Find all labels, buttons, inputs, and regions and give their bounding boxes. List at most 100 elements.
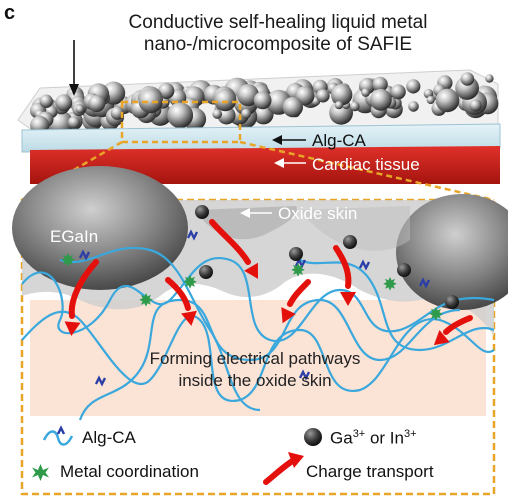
liquid-metal-droplet bbox=[138, 88, 164, 114]
liquid-metal-droplet bbox=[39, 94, 53, 108]
liquid-metal-droplet bbox=[435, 88, 460, 113]
liquid-metal-droplet bbox=[390, 84, 406, 100]
liquid-metal-droplet bbox=[110, 106, 125, 120]
catechol-group bbox=[78, 249, 91, 261]
charge-arrow-shaft bbox=[443, 315, 473, 335]
catechol-group bbox=[358, 259, 371, 271]
charge-arrow-head bbox=[340, 292, 356, 306]
legend-ion-icon bbox=[304, 428, 322, 446]
liquid-metal-droplet bbox=[167, 102, 194, 129]
composite-slab bbox=[17, 69, 499, 137]
liquid-metal-droplet bbox=[469, 99, 482, 112]
legend-charge-transport-label: Charge transport bbox=[306, 462, 434, 481]
charge-arrow-tip bbox=[64, 321, 81, 336]
liquid-metal-droplet bbox=[370, 88, 392, 111]
liquid-metal-droplet bbox=[241, 108, 252, 119]
liquid-metal-droplet bbox=[88, 95, 106, 112]
figure-title-line-1: Conductive self-healing liquid metal bbox=[128, 12, 428, 33]
charge-arrows bbox=[64, 219, 473, 346]
charge-arrow-head bbox=[181, 310, 197, 326]
charge-arrow-head bbox=[433, 330, 450, 346]
charge-arrow-shaft bbox=[209, 219, 251, 265]
charge-arrow-shaft bbox=[287, 279, 311, 307]
liquid-metal-droplet bbox=[214, 89, 237, 112]
liquid-metal-droplet bbox=[334, 101, 343, 110]
coordination-sites bbox=[61, 253, 443, 321]
liquid-metal-droplet bbox=[55, 94, 73, 112]
metal-ion bbox=[445, 295, 459, 309]
catechol-group bbox=[418, 277, 431, 289]
legend-catechol-icon bbox=[56, 425, 66, 435]
liquid-metal-droplet bbox=[212, 109, 222, 119]
zoom-source-box bbox=[120, 100, 242, 144]
legend-ion-label: Ga3+ or In3+ bbox=[330, 428, 417, 448]
oxide-skin-pointer bbox=[240, 208, 272, 218]
egain-label: EGaIn bbox=[50, 227, 99, 246]
legend bbox=[32, 425, 322, 485]
egain-droplet-left bbox=[12, 166, 188, 290]
liquid-metal-droplet bbox=[408, 101, 419, 112]
panel-letter: c bbox=[4, 2, 16, 24]
coordination-site bbox=[291, 263, 305, 277]
charge-arrow-tip bbox=[340, 292, 356, 306]
coordination-site bbox=[383, 277, 397, 291]
legend-alg-ca-icon bbox=[42, 430, 74, 446]
alg-ca-label: Alg-CA bbox=[312, 131, 366, 150]
catechol-group bbox=[298, 369, 311, 381]
alg-ca-pointer bbox=[272, 135, 306, 145]
alg-ca-chain bbox=[299, 258, 495, 352]
legend-coordination-icon bbox=[32, 464, 49, 481]
alg-ca-chain bbox=[78, 298, 461, 421]
liquid-metal-droplet bbox=[237, 84, 260, 107]
figure-title-line-2: nano-/microcomposite of SAFIE bbox=[143, 34, 413, 55]
legend-coordination-label: Metal coordination bbox=[60, 462, 199, 481]
metal-ion bbox=[195, 205, 209, 219]
legend-alg-ca-label: Alg-CA bbox=[82, 428, 136, 447]
oxide-skin-label: Oxide skin bbox=[278, 204, 358, 223]
pathways-text-line-1: Forming electrical pathways bbox=[149, 349, 361, 368]
charge-arrow-shaft bbox=[333, 245, 352, 289]
liquid-metal-droplet bbox=[361, 88, 370, 97]
tissue-pointer bbox=[274, 158, 306, 168]
liquid-metal-droplet bbox=[282, 96, 303, 118]
catechol-group bbox=[186, 229, 199, 241]
alg-ca-chain bbox=[21, 257, 495, 343]
liquid-metal-droplet bbox=[67, 116, 81, 129]
liquid-metal-droplet bbox=[372, 76, 388, 92]
metal-ion bbox=[289, 247, 303, 261]
charge-arrow-head bbox=[64, 321, 81, 336]
zoom-connector-right bbox=[239, 140, 495, 202]
charge-arrow-tip bbox=[244, 262, 258, 279]
cardiac-tissue-label: Cardiac tissue bbox=[312, 155, 420, 174]
cardiac-tissue-layer bbox=[30, 146, 500, 184]
charge-arrow-tip bbox=[433, 330, 450, 346]
liquid-metal-droplet bbox=[217, 106, 236, 125]
liquid-metal-droplet bbox=[406, 79, 421, 94]
title-pointer-arrow bbox=[69, 40, 79, 96]
liquid-metal-droplet bbox=[460, 72, 475, 86]
metal-ion bbox=[199, 265, 213, 279]
coordination-site bbox=[429, 307, 443, 321]
liquid-metal-droplet bbox=[426, 95, 435, 105]
catechol-group bbox=[94, 375, 107, 387]
coordination-site bbox=[61, 253, 75, 267]
liquid-metal-droplet bbox=[331, 84, 353, 106]
charge-arrow-tip bbox=[281, 307, 296, 324]
coordination-site bbox=[183, 275, 197, 289]
liquid-metal-droplet bbox=[253, 91, 272, 110]
charge-arrow-head bbox=[281, 307, 296, 324]
coordination-site bbox=[139, 293, 153, 307]
legend-charge-arrow-icon bbox=[263, 452, 304, 485]
liquid-metal-droplet bbox=[158, 82, 175, 99]
liquid-metal-droplet bbox=[350, 101, 360, 112]
metal-ion bbox=[397, 263, 411, 277]
metal-ions bbox=[195, 205, 459, 309]
liquid-metal-droplet bbox=[316, 89, 330, 103]
metal-ion bbox=[343, 235, 357, 249]
charge-arrow-shaft bbox=[68, 259, 99, 319]
catechol-group bbox=[294, 257, 307, 269]
pathways-text-line-2: inside the oxide skin bbox=[178, 371, 332, 390]
liquid-metal-droplet bbox=[485, 74, 494, 83]
